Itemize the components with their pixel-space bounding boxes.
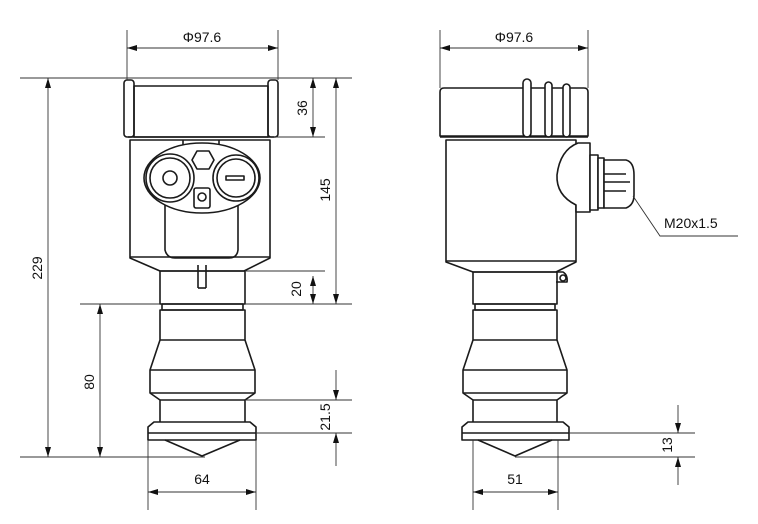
- flange-height-label: 21.5: [317, 403, 333, 430]
- housing-height-label: 145: [317, 178, 333, 202]
- front-dimensions: Φ97.6 229 36 145 20 80 21.5: [20, 29, 352, 510]
- cap-height-label: 36: [294, 100, 310, 116]
- cable-gland-thread-label: M20x1.5: [664, 215, 718, 231]
- side-housing-cap: [439, 78, 589, 138]
- lower-height-label: 80: [81, 374, 97, 390]
- front-housing-cap: [123, 79, 279, 138]
- side-housing-diameter-label: Φ97.6: [495, 29, 534, 45]
- neck-diameter-label: 51: [507, 471, 523, 487]
- flange-diameter-label: 64: [194, 471, 210, 487]
- cable-gland: [556, 142, 635, 213]
- total-height-label: 229: [29, 256, 45, 280]
- neck-height-label: 20: [288, 281, 304, 297]
- front-process-connection: [147, 270, 257, 457]
- display-panel: [143, 142, 261, 289]
- side-dimensions: Φ97.6 M20x1.5 13 51: [439, 29, 738, 510]
- side-view: Φ97.6 M20x1.5 13 51: [439, 29, 738, 510]
- front-view: Φ97.6 229 36 145 20 80 21.5: [20, 29, 352, 510]
- front-housing-diameter-label: Φ97.6: [183, 29, 222, 45]
- cone-height-label: 13: [659, 437, 675, 453]
- side-process-connection: [461, 271, 570, 457]
- side-housing-body: [445, 139, 577, 283]
